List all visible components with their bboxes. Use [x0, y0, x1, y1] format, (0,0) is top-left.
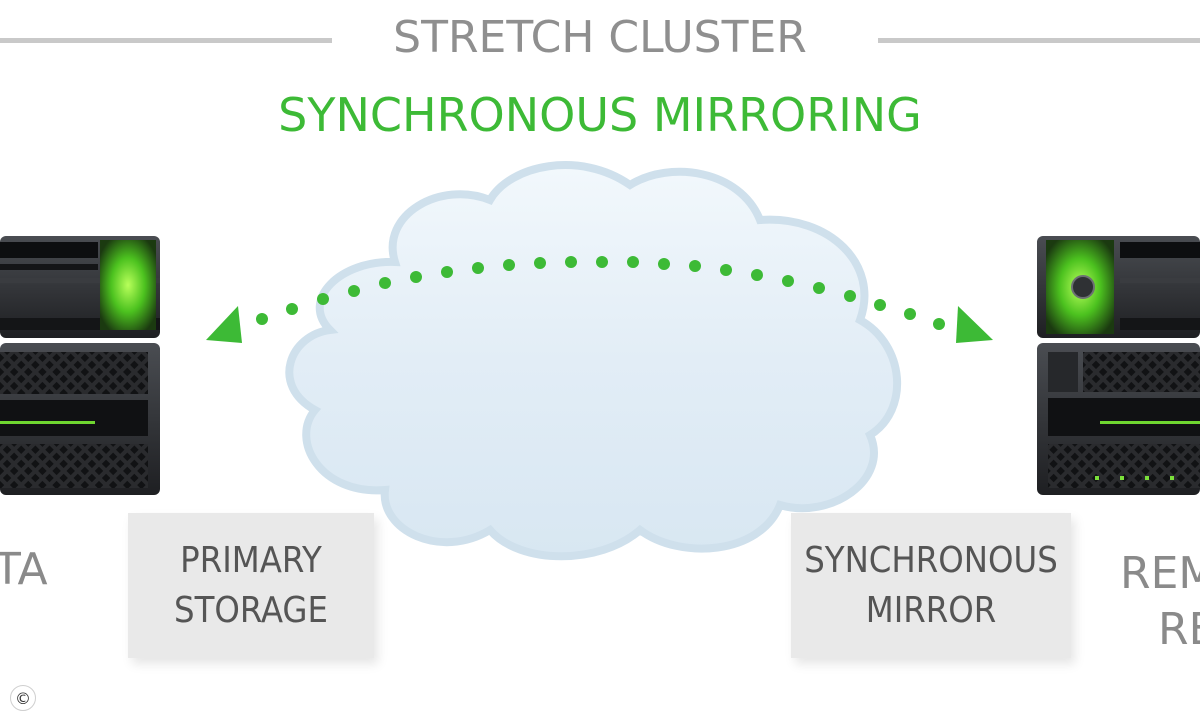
primary-storage-line2: STORAGE — [174, 589, 328, 631]
server-right-icon — [1037, 236, 1200, 495]
diagram-title: STRETCH CLUSTER — [393, 12, 807, 63]
diagram-subtitle: SYNCHRONOUS MIRRORING — [278, 88, 922, 142]
synchronous-mirror-line2: MIRROR — [865, 589, 997, 631]
copyright-icon: © — [10, 685, 36, 711]
right-site-label-line1: REM — [1120, 548, 1200, 599]
arrow-left-icon — [206, 306, 242, 343]
left-site-label: TA — [0, 544, 48, 595]
cloud-icon — [285, 161, 902, 561]
right-site-label-line2: RE — [1158, 604, 1200, 655]
title-rule-left — [0, 38, 332, 43]
arrow-right-icon — [956, 306, 993, 343]
synchronous-mirror-label: SYNCHRONOUS MIRROR — [791, 513, 1071, 658]
primary-storage-label: PRIMARY STORAGE — [128, 513, 374, 658]
title-rule-right — [878, 38, 1200, 43]
synchronous-mirror-line1: SYNCHRONOUS — [804, 539, 1058, 581]
mirroring-dotted-arc — [256, 256, 945, 330]
primary-storage-line1: PRIMARY — [180, 539, 322, 581]
server-left-icon — [0, 236, 160, 495]
